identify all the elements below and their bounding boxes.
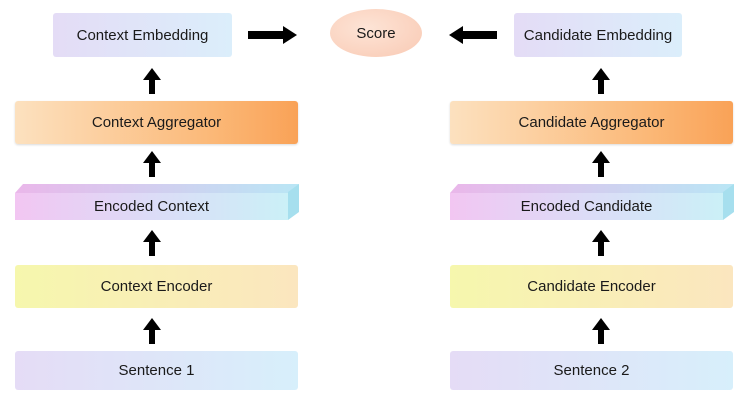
- context-encoder-label: Context Encoder: [100, 278, 213, 295]
- encoded-candidate-label: Encoded Candidate: [520, 198, 653, 215]
- sentence-2-label: Sentence 2: [553, 362, 630, 379]
- up-arrow-icon: [592, 230, 610, 256]
- candidate-aggregator-label: Candidate Aggregator: [518, 114, 665, 131]
- left-arrow-icon: [449, 26, 497, 44]
- context-aggregator-box: Context Aggregator: [15, 101, 298, 144]
- encoded-candidate-slab-side: [723, 184, 734, 220]
- context-encoder-box: Context Encoder: [15, 265, 298, 308]
- context-embedding-label: Context Embedding: [76, 26, 209, 44]
- candidate-encoder-label: Candidate Encoder: [527, 278, 656, 295]
- candidate-encoder-box: Candidate Encoder: [450, 265, 733, 308]
- encoded-candidate-box: Encoded Candidate: [450, 193, 723, 220]
- candidate-embedding-box: Candidate Embedding: [514, 13, 682, 57]
- encoded-context-box: Encoded Context: [15, 193, 288, 220]
- up-arrow-icon: [143, 151, 161, 177]
- up-arrow-icon: [143, 318, 161, 344]
- encoded-context-slab-side: [288, 184, 299, 220]
- sentence-1-label: Sentence 1: [118, 362, 195, 379]
- encoded-context-slab-top: [15, 184, 299, 193]
- candidate-aggregator-box: Candidate Aggregator: [450, 101, 733, 144]
- encoded-candidate-slab-top: [450, 184, 734, 193]
- candidate-embedding-label: Candidate Embedding: [523, 26, 673, 44]
- score-label: Score: [356, 24, 396, 42]
- up-arrow-icon: [592, 68, 610, 94]
- sentence-2-box: Sentence 2: [450, 351, 733, 390]
- context-aggregator-label: Context Aggregator: [91, 114, 222, 131]
- up-arrow-icon: [143, 68, 161, 94]
- up-arrow-icon: [592, 318, 610, 344]
- up-arrow-icon: [592, 151, 610, 177]
- score-node: Score: [330, 9, 422, 57]
- up-arrow-icon: [143, 230, 161, 256]
- encoded-context-label: Encoded Context: [93, 198, 210, 215]
- sentence-1-box: Sentence 1: [15, 351, 298, 390]
- context-embedding-box: Context Embedding: [53, 13, 232, 57]
- right-arrow-icon: [248, 26, 297, 44]
